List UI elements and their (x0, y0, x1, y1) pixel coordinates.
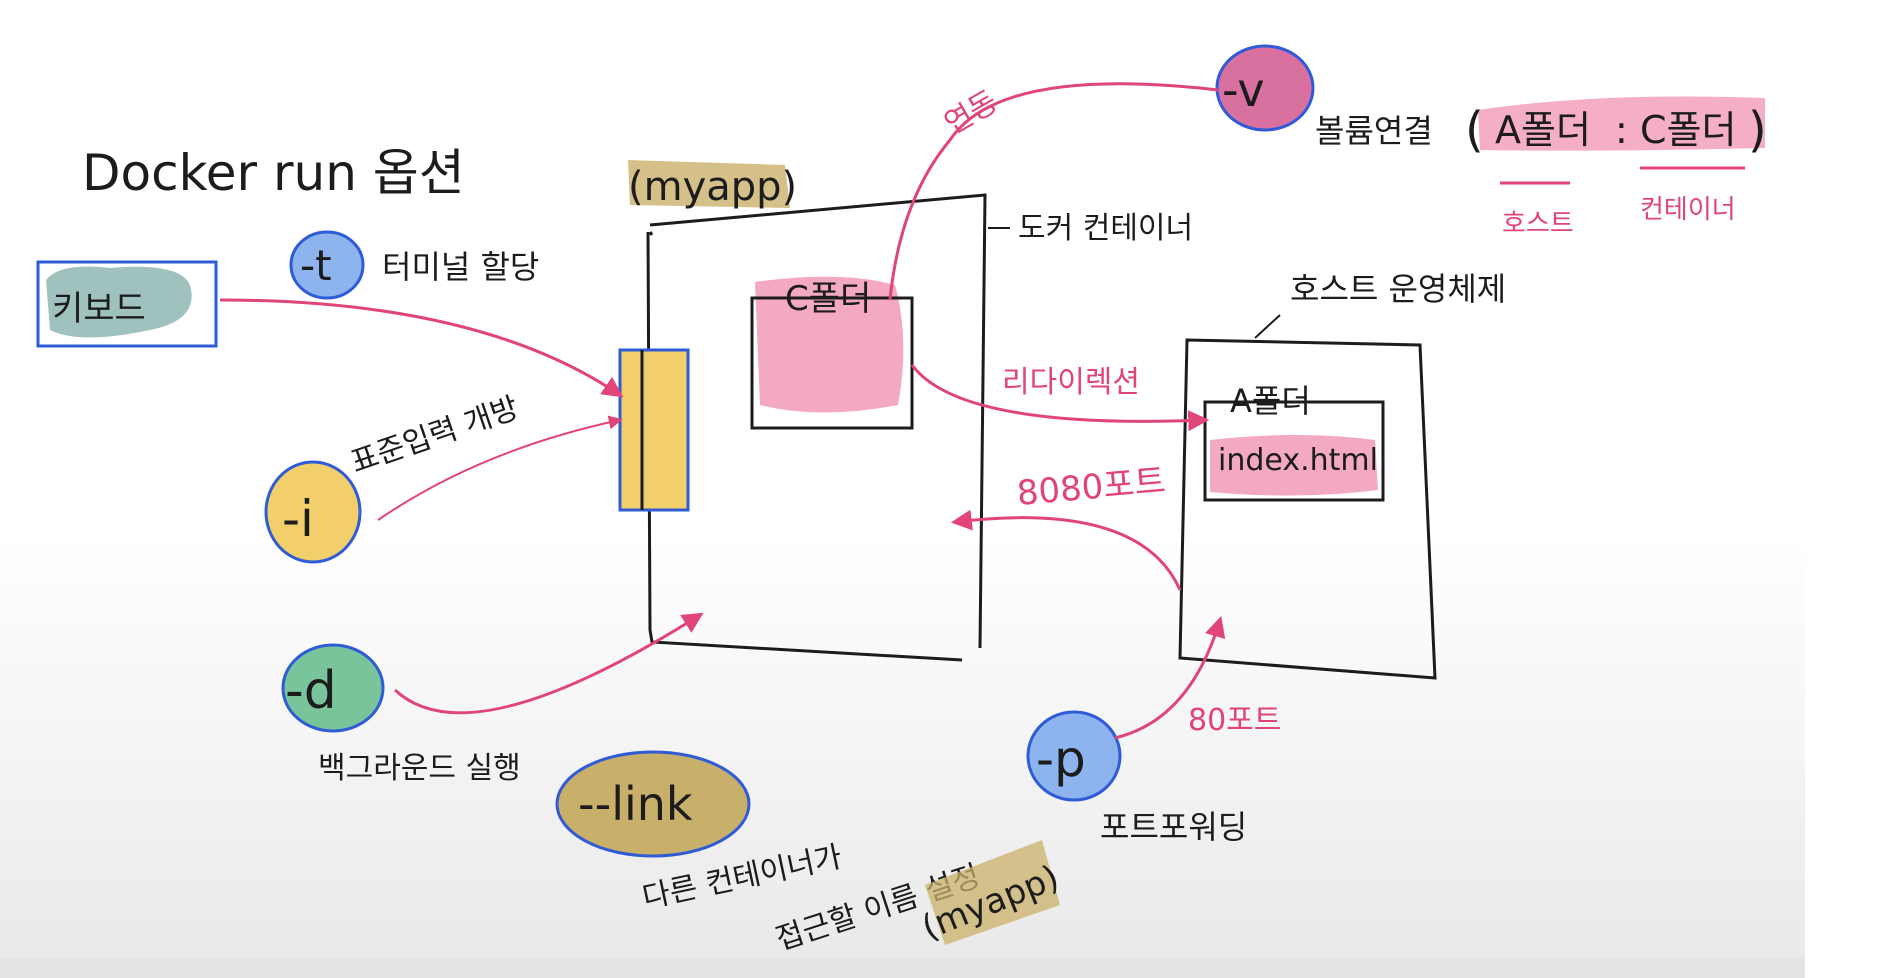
option-d-desc: 백그라운드 실행 (318, 751, 521, 786)
arrow-p-to-host (1114, 615, 1226, 740)
right-margin (1805, 0, 1894, 978)
option-i: -i 표준입력 개방 (264, 390, 523, 564)
volume-sub-host[interactable]: 호스트 (1502, 209, 1574, 239)
arrow-label-80: 80포트 (1188, 703, 1281, 738)
myapp-label: (myapp) (628, 160, 797, 210)
option-v: -v 볼륨연결 ( A폴더 : C폴더 ) 호스트 컨테이너 (1215, 44, 1767, 239)
c-folder-box: C폴더 (750, 276, 914, 430)
arrow-label-8080: 8080포트 (1015, 461, 1167, 514)
option-d: -d 백그라운드 실행 (281, 643, 521, 786)
arrow-i-to-stdin (377, 415, 623, 521)
index-file-label: index.html (1218, 443, 1378, 478)
arrow-label-connect: 연동 (939, 84, 1004, 142)
option-p-desc: 포트포워딩 (1100, 808, 1247, 846)
option-link-flag: --link (578, 777, 693, 831)
volume-mapping-a: A폴더 (1495, 108, 1591, 152)
docker-container-label: 도커 컨테이너 (1018, 211, 1193, 246)
option-v-flag: -v (1222, 63, 1265, 117)
volume-mapping-sep: : (1615, 108, 1628, 152)
option-d-flag: -d (285, 661, 337, 721)
diagram-title: Docker run 옵션 (82, 144, 465, 202)
option-t-desc: 터미널 할당 (382, 248, 539, 286)
option-t: -t 터미널 할당 (289, 230, 539, 300)
host-os-box: 호스트 운영체제 (1178, 270, 1506, 680)
host-os-label: 호스트 운영체제 (1290, 270, 1506, 308)
c-folder-label: C폴더 (785, 279, 871, 319)
volume-sub-container: 컨테이너 (1640, 195, 1736, 225)
arrow-host-to-container (950, 509, 1182, 591)
arrow-v-to-cfolder (888, 82, 1219, 301)
docker-container-box: 도커 컨테이너 (646, 193, 1193, 662)
container-stdin-port (618, 348, 690, 512)
bottom-bar (0, 958, 1805, 978)
arrow-keyboard-to-stdin (219, 298, 624, 398)
option-i-flag: -i (282, 490, 314, 548)
arrow-d-to-container (393, 612, 704, 715)
myapp-label-text: (myapp) (628, 164, 797, 210)
volume-paren-open: ( (1465, 102, 1484, 158)
arrow-cfolder-to-afolder (910, 364, 1210, 432)
volume-paren-close: ) (1748, 102, 1767, 158)
a-folder-box: A폴더 index.html (1203, 382, 1385, 502)
a-folder-label: A폴더 (1230, 382, 1311, 420)
keyboard-node: 키보드 (36, 260, 218, 348)
option-p-flag: -p (1036, 730, 1086, 788)
arrow-label-redirect: 리다이렉션 (1002, 365, 1140, 400)
option-t-flag: -t (300, 241, 332, 290)
option-p: -p 포트포워딩 (1026, 710, 1247, 846)
option-v-desc: 볼륨연결 (1315, 112, 1433, 150)
option-i-desc: 표준입력 개방 (346, 390, 523, 480)
option-link: --link 다른 컨테이너가 접근할 이름 설정 (myapp) (555, 750, 1065, 958)
keyboard-label: 키보드 (52, 289, 146, 329)
volume-mapping-c: C폴더 (1640, 108, 1736, 152)
